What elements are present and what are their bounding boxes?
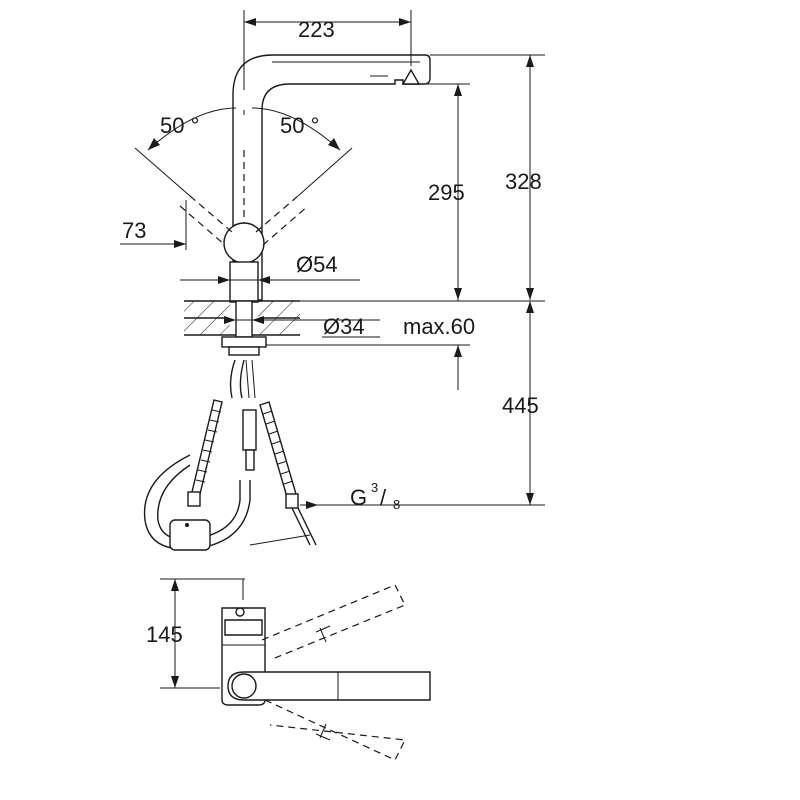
dimension-lines [120, 10, 545, 546]
svg-text:8: 8 [393, 497, 400, 512]
dim-hole-diameter: Ø34 [323, 314, 365, 339]
dim-spout-height: 295 [428, 180, 465, 205]
svg-text:G: G [350, 485, 367, 510]
mounting-shank [235, 300, 253, 338]
dim-max-thickness: max.60 [403, 314, 475, 339]
countertop-section [184, 300, 300, 336]
dim-total-height: 328 [505, 169, 542, 194]
base-body [229, 261, 259, 303]
supply-hoses [143, 359, 317, 551]
mounting-nut-lower [228, 346, 260, 356]
dim-angle-left: 50 ° [160, 113, 199, 138]
svg-text:/: / [380, 485, 387, 510]
dim-lever-offset: 73 [122, 218, 146, 243]
mounting-nut [221, 336, 267, 348]
dim-top-view-depth: 145 [146, 622, 183, 647]
dim-body-diameter: Ø54 [296, 252, 338, 277]
dim-spout-reach: 223 [298, 17, 335, 42]
svg-text:3: 3 [371, 480, 378, 495]
dim-below-counter: 445 [502, 393, 539, 418]
lever-ball [223, 222, 265, 264]
swivel-arms [179, 195, 309, 246]
faucet-top-view [160, 578, 431, 761]
thread-spec: G 3 / 8 [350, 480, 400, 512]
dim-angle-right: 50 ° [280, 113, 319, 138]
faucet-side-view [143, 54, 431, 551]
hose-weight [169, 519, 211, 551]
spout-nozzle [401, 68, 421, 85]
